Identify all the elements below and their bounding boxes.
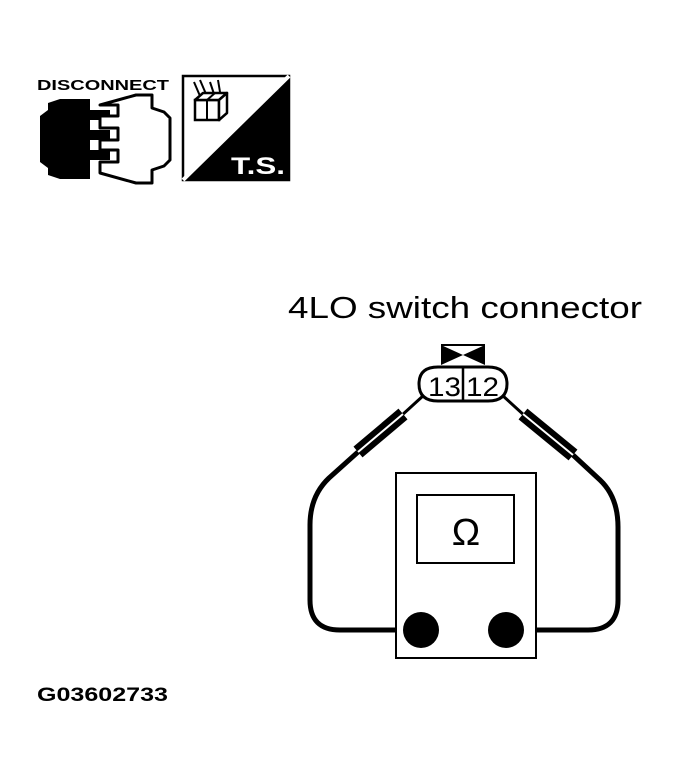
terminal-13-label: 13: [428, 372, 461, 402]
ohmmeter-terminal-left: [403, 612, 439, 648]
harness-side-icon: [441, 344, 485, 365]
ohmmeter-terminal-right: [488, 612, 524, 648]
figure-id: G03602733: [37, 685, 168, 706]
left-test-lead: [307, 450, 421, 633]
disconnect-connector-icon: [40, 93, 172, 185]
right-probe: [500, 393, 621, 633]
ohmmeter-icon: Ω: [452, 512, 480, 554]
test-symbol-label: T.S.: [231, 153, 285, 180]
ohmmeter: Ω: [395, 472, 537, 659]
ohmmeter-display: [416, 494, 515, 564]
switch-connector: 13 12: [417, 344, 509, 403]
test-symbol-icon-group: T.S.: [181, 74, 291, 182]
right-test-lead: [506, 453, 621, 633]
disconnect-label: DISCONNECT: [37, 78, 169, 94]
disconnect-icon-group: DISCONNECT: [37, 78, 172, 185]
terminal-12-label: 12: [466, 372, 499, 402]
connector-test-icon: [193, 79, 229, 122]
left-probe: [307, 393, 426, 633]
connector-title: 4LO switch connector: [288, 290, 642, 325]
